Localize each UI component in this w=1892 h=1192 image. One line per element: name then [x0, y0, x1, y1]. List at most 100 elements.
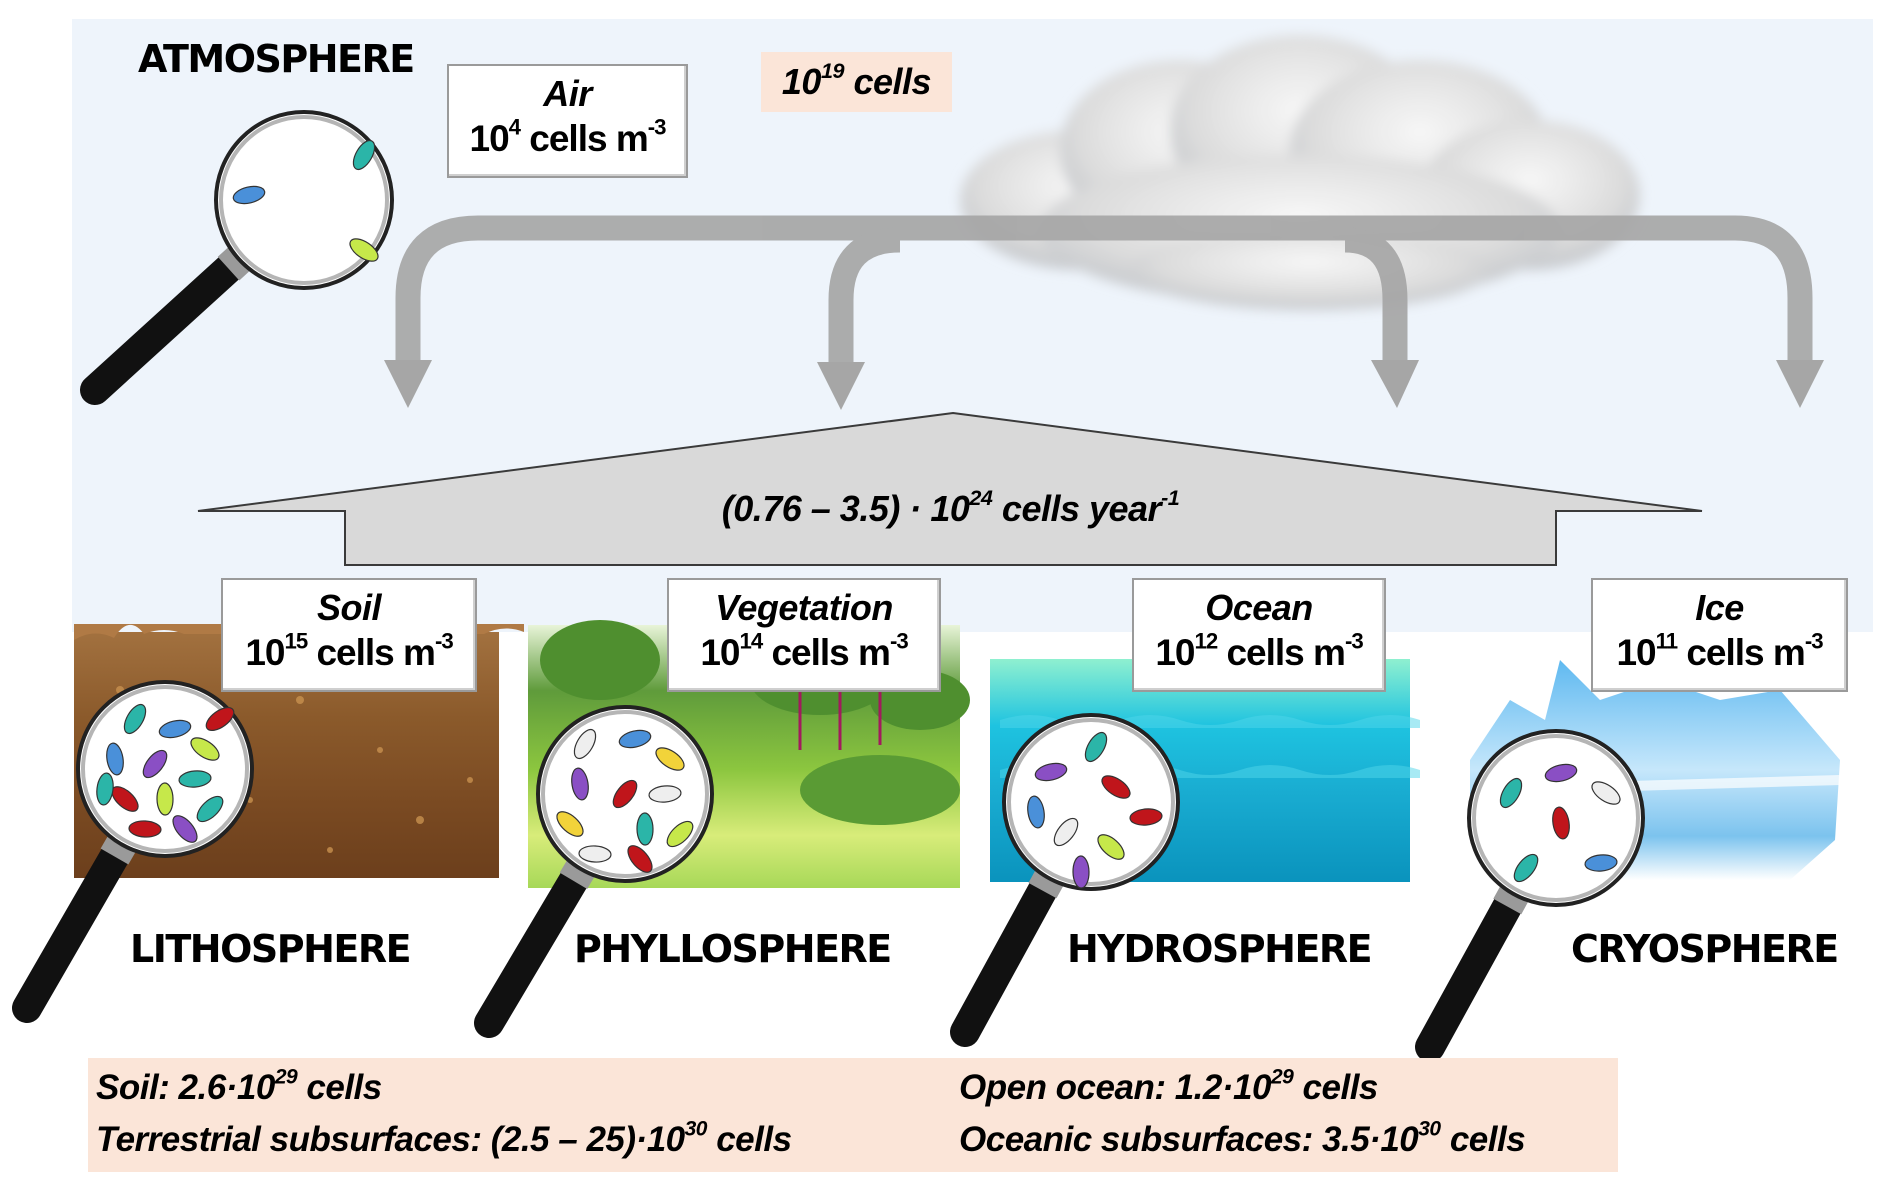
cryosphere-title: CRYOSPHERE	[1571, 927, 1839, 971]
arrow-head-lithosphere	[384, 360, 432, 408]
bacterium-icon	[618, 729, 652, 749]
totals-terrestrial-subsurfaces: Terrestrial subsurfaces: (2.5 – 25)·1030…	[96, 1117, 792, 1159]
flux-range: (0.76 – 3.5) ·	[721, 488, 931, 529]
ocean-density: 1012 cells m-3	[1155, 628, 1363, 673]
bacterium-icon	[1544, 763, 1578, 783]
magnifier-collar	[1028, 870, 1064, 899]
atmosphere-magnifier-icon	[80, 110, 394, 405]
magnifier-collar	[559, 860, 595, 890]
emission-flux-label: (0.76 – 3.5) · 1024 cells year-1	[345, 484, 1556, 530]
bacterium-icon	[205, 706, 235, 732]
bacterium-icon	[156, 782, 174, 816]
vegetation-label-name: Vegetation	[715, 587, 893, 628]
ice-label-box: Ice 1011 cells m-3	[1591, 578, 1848, 692]
bacterium-icon	[1499, 777, 1523, 809]
bacterium-icon	[1053, 817, 1079, 847]
air-density: 104 cells m-3	[469, 114, 667, 159]
bacterium-icon	[1034, 762, 1068, 782]
soil-density: 1015 cells m-3	[245, 628, 453, 673]
bacterium-icon	[573, 728, 597, 760]
magnifier-collar	[100, 836, 136, 865]
hydrosphere-title: HYDROSPHERE	[1067, 927, 1373, 971]
bacterium-icon	[1097, 834, 1125, 860]
bacterium-icon	[178, 770, 212, 788]
flux-unit-exponent: -1	[1161, 484, 1180, 510]
bacterium-icon	[123, 703, 147, 735]
phyllosphere-title: PHYLLOSPHERE	[574, 927, 892, 971]
ocean-label-name: Ocean	[1205, 587, 1313, 628]
bacterium-icon	[612, 779, 638, 809]
bacterium-icon	[578, 845, 612, 863]
bacterium-icon	[1084, 731, 1108, 763]
bacterium-icon	[142, 749, 168, 779]
arrow-path-branch-2	[1344, 227, 1408, 362]
vegetation-density: 1014 cells m-3	[700, 628, 908, 673]
flux-exponent: 24	[969, 484, 993, 510]
arrow-head-cryosphere	[1776, 360, 1824, 408]
bacterium-icon	[556, 811, 584, 837]
ocean-label-box: Ocean 1012 cells m-3	[1132, 578, 1386, 692]
ice-density: 1011 cells m-3	[1616, 628, 1823, 673]
totals-soil: Soil: 2.6·1029 cells	[96, 1065, 382, 1107]
arrow-head-phyllosphere	[817, 362, 865, 410]
bacterium-icon	[1027, 795, 1045, 829]
bacterium-icon	[196, 795, 224, 823]
magnifier-handle	[12, 829, 137, 1023]
bacterium-icon	[648, 785, 682, 803]
air-label-name: Air	[543, 73, 592, 114]
magnifier-handle	[950, 863, 1065, 1047]
lithosphere-title: LITHOSPHERE	[130, 927, 412, 971]
bacterium-icon	[636, 812, 654, 846]
atmosphere-total-box: 1019 cells	[761, 52, 952, 112]
bacterium-icon	[1072, 855, 1090, 889]
bacterium-icon	[172, 815, 198, 843]
bacterium-icon	[655, 747, 685, 771]
bacterium-icon	[1552, 806, 1570, 840]
bacterium-icon	[571, 767, 589, 801]
bacterium-icon	[627, 845, 653, 873]
bacterium-icon	[106, 742, 124, 776]
bacterium-icon	[1584, 854, 1618, 872]
arrow-path-branch-1	[828, 227, 901, 364]
bacterium-icon	[1591, 781, 1621, 805]
flux-base: 10	[930, 488, 970, 529]
bacterium-icon	[190, 737, 220, 761]
emission-arrow-shape	[197, 411, 1703, 566]
arrow-path-main	[395, 215, 1813, 362]
bacterium-icon	[1129, 808, 1163, 826]
phyllosphere-magnifier-icon	[474, 705, 714, 1038]
totals-open-ocean: Open ocean: 1.2·1029 cells	[959, 1065, 1378, 1107]
soil-label-name: Soil	[316, 587, 382, 628]
bacterium-icon	[666, 820, 694, 848]
bacterium-icon	[158, 719, 192, 739]
bacterium-icon	[352, 139, 376, 171]
bacterium-icon	[128, 820, 162, 838]
magnifier-collar	[1493, 886, 1529, 915]
air-label-box: Air 104 cells m-3	[447, 64, 688, 178]
bacterium-icon	[96, 772, 114, 806]
totals-oceanic-subsurfaces: Oceanic subsurfaces: 3.5·1030 cells	[959, 1117, 1526, 1159]
arrow-head-hydrosphere	[1371, 360, 1419, 408]
magnifier-lens	[1002, 713, 1180, 891]
atmosphere-title: ATMOSPHERE	[138, 37, 415, 81]
magnifier-collar	[217, 247, 250, 281]
soil-label-box: Soil 1015 cells m-3	[221, 578, 477, 692]
magnifier-handle	[474, 853, 596, 1038]
bacterium-icon	[1101, 775, 1131, 799]
lithosphere-magnifier-icon	[12, 680, 254, 1023]
magnifier-lens	[214, 110, 394, 290]
hydrosphere-magnifier-icon	[950, 713, 1180, 1047]
magnifier-handle	[80, 244, 254, 405]
bacterium-icon	[1513, 853, 1539, 883]
vegetation-label-box: Vegetation 1014 cells m-3	[667, 578, 941, 692]
magnifier-handle	[1415, 879, 1530, 1062]
ice-label-name: Ice	[1695, 587, 1744, 628]
cryosphere-magnifier-icon	[1415, 729, 1645, 1062]
flux-unit: cells year	[1001, 488, 1162, 529]
bacterium-icon	[349, 238, 379, 262]
bacterium-icon	[232, 185, 266, 205]
global-totals-box: Soil: 2.6·1029 cells Terrestrial subsurf…	[88, 1058, 1618, 1172]
